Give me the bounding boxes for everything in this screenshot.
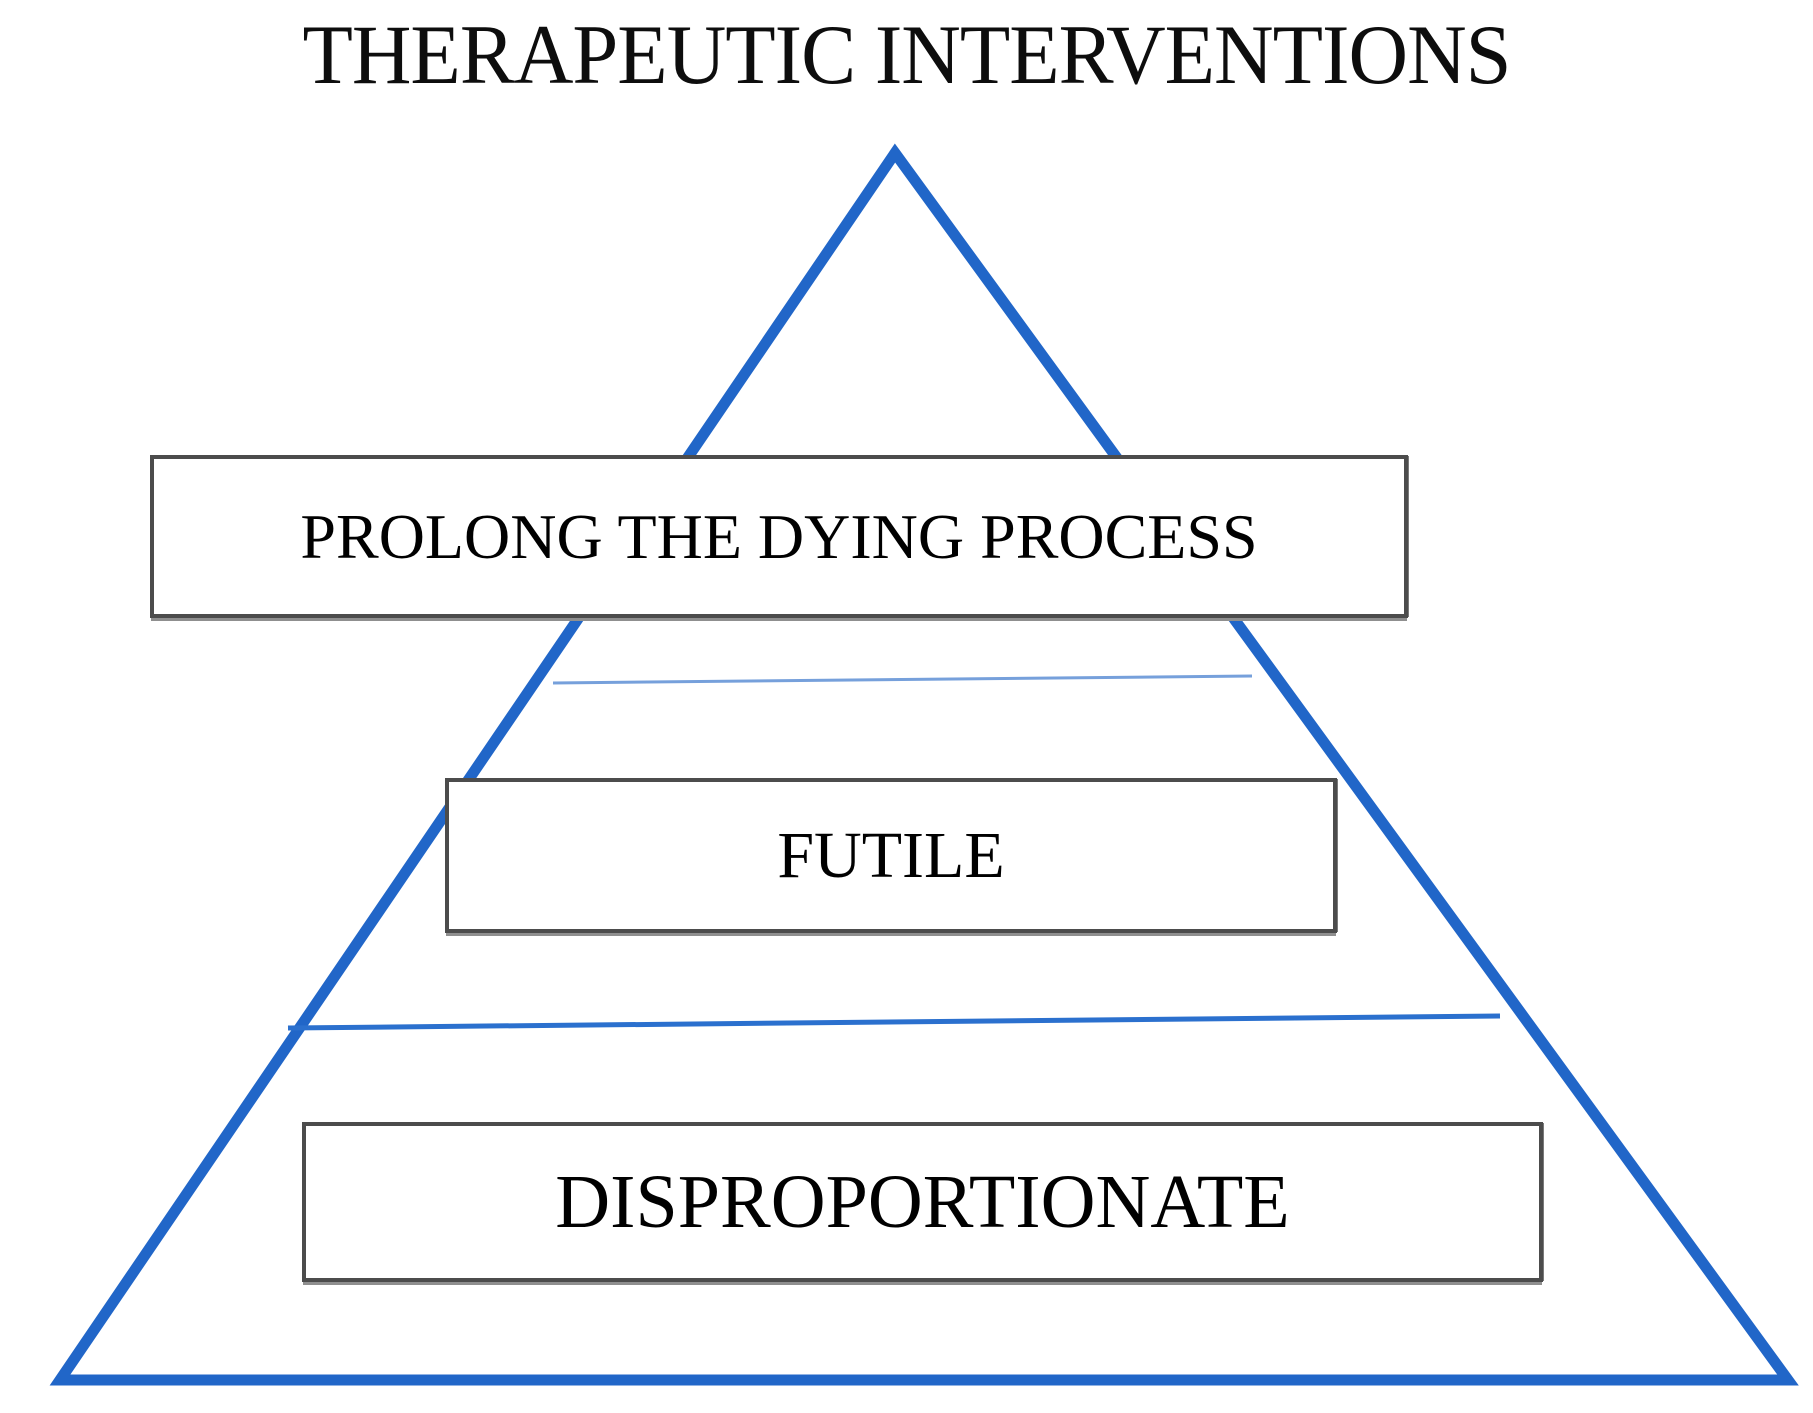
level-label-prolong-dying-process: PROLONG THE DYING PROCESS bbox=[300, 500, 1258, 572]
pyramid-outline bbox=[49, 143, 1799, 1386]
level-box-disproportionate: DISPROPORTIONATE bbox=[302, 1122, 1543, 1282]
level-label-disproportionate: DISPROPORTIONATE bbox=[555, 1159, 1290, 1244]
level-box-prolong-dying-process: PROLONG THE DYING PROCESS bbox=[150, 455, 1408, 618]
level-box-futile: FUTILE bbox=[445, 778, 1337, 933]
pyramid-divider-upper bbox=[552, 674, 1253, 685]
diagram-title: THERAPEUTIC INTERVENTIONS bbox=[302, 8, 1511, 102]
pyramid-divider-lower bbox=[287, 1013, 1501, 1031]
level-label-futile: FUTILE bbox=[777, 818, 1005, 892]
